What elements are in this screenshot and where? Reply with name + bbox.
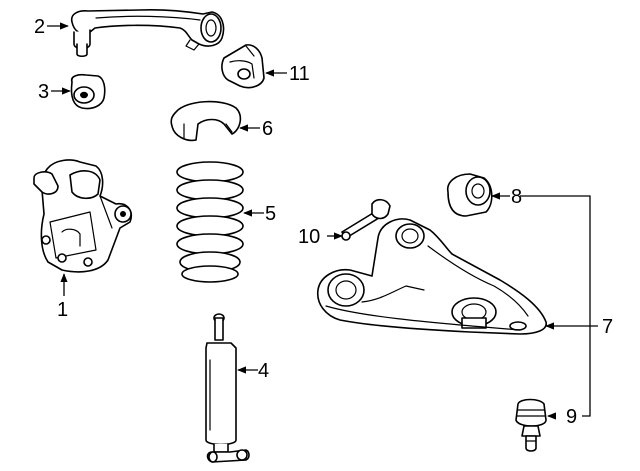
- callout-labels: 1 2 3 4 5 6 7 8 9 10 11: [34, 16, 613, 428]
- part-11-bracket: [221, 44, 265, 89]
- part-5-coil-spring: [176, 161, 244, 283]
- callout-11: 11: [289, 63, 310, 85]
- part-1-steering-knuckle: [33, 159, 132, 273]
- callout-2: 2: [34, 16, 45, 38]
- callout-8: 8: [511, 186, 522, 208]
- callout-7: 7: [602, 316, 613, 338]
- part-8-bushing: [446, 173, 493, 217]
- callout-9: 9: [566, 406, 577, 428]
- part-7-control-arm: [316, 218, 547, 335]
- part-9-ball-joint: [515, 398, 547, 452]
- part-2-link-arm: [70, 9, 225, 58]
- callout-5: 5: [265, 203, 276, 225]
- part-6-insulator: [170, 100, 242, 142]
- part-3-bushing: [70, 73, 106, 110]
- part-4-shock-absorber: [205, 313, 250, 463]
- callout-6: 6: [262, 118, 273, 140]
- leader-lines: [47, 22, 598, 420]
- callout-1: 1: [57, 299, 68, 321]
- callout-3: 3: [38, 81, 49, 103]
- part-10-bolt: [341, 198, 391, 241]
- callout-10: 10: [298, 226, 320, 248]
- callout-4: 4: [258, 360, 269, 382]
